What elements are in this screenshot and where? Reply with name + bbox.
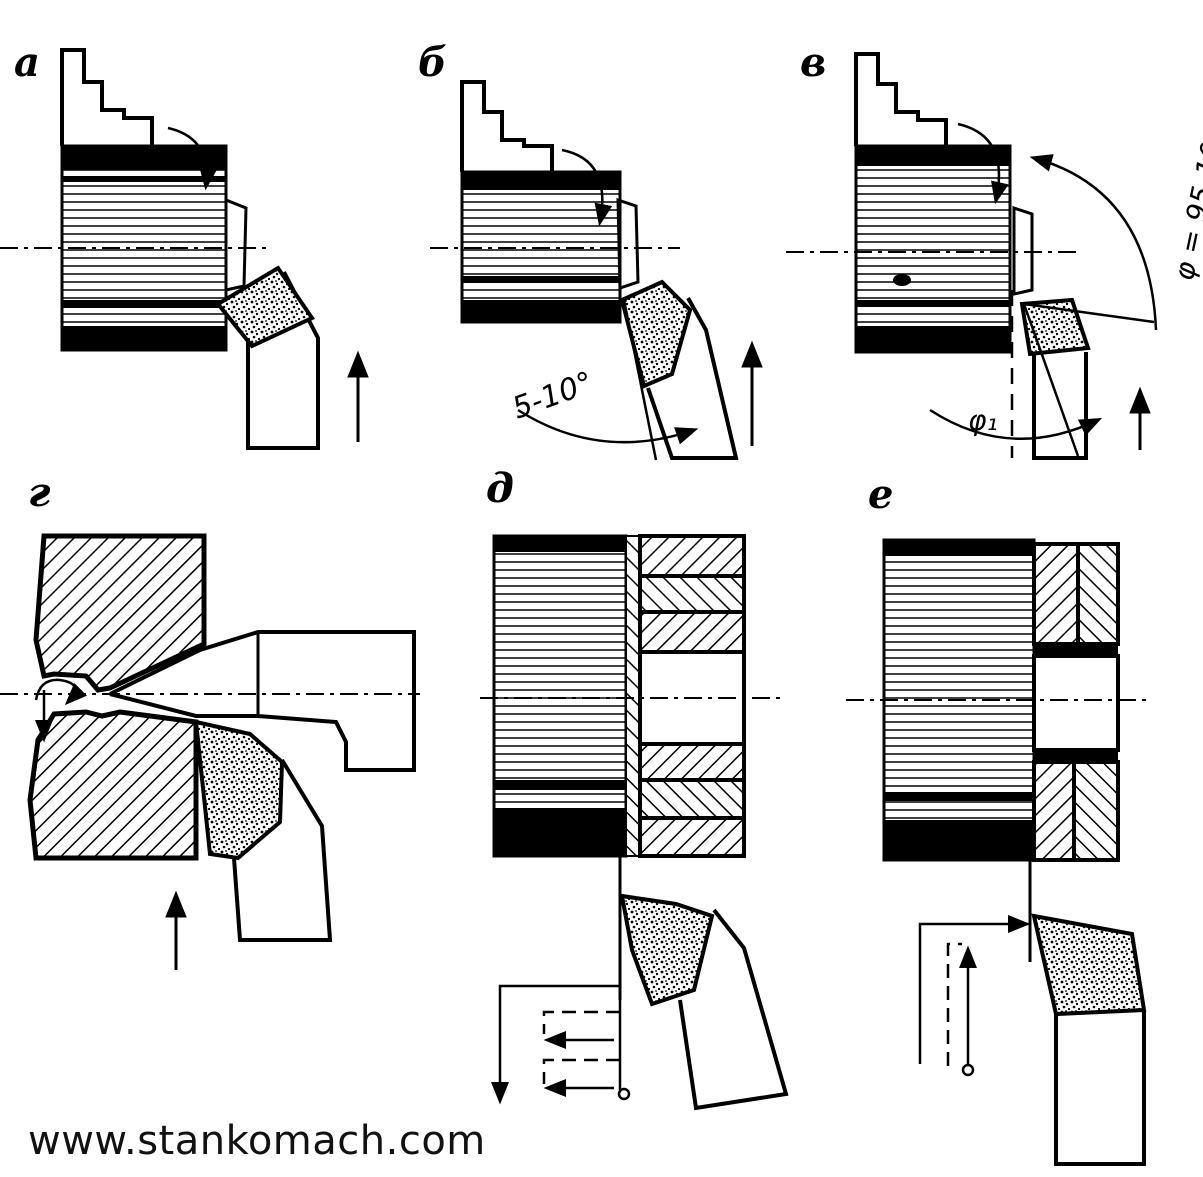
rotation-arrow <box>34 678 88 706</box>
rotation-arrow <box>167 126 218 191</box>
phi1-angle-arc <box>929 408 1103 440</box>
cutting-tool-holder <box>646 297 739 460</box>
panel-g: г <box>0 469 420 970</box>
panel-v: в φ = 95-100° φ₁ <box>786 39 1203 460</box>
panel-d: д <box>480 465 789 1111</box>
feed-start-point <box>961 1063 975 1077</box>
workpiece <box>854 144 1012 354</box>
carbide-insert <box>193 719 285 861</box>
workpiece-section <box>33 533 207 693</box>
chuck-jaw <box>460 80 554 172</box>
workpiece <box>492 534 628 858</box>
carbide-insert <box>1031 913 1147 1017</box>
carbide-insert <box>1019 297 1091 357</box>
panel-g-label: г <box>28 469 51 516</box>
tool-edge-line <box>1023 302 1155 324</box>
panel-v-label: в <box>800 39 826 86</box>
cutting-tool-holder <box>678 908 789 1111</box>
workpiece <box>60 144 228 352</box>
carbide-insert <box>619 893 715 1007</box>
watermark-url: www.stankomach.com <box>28 1118 486 1164</box>
panel-b: б 5-10° <box>418 39 763 461</box>
chuck-jaw <box>854 52 948 146</box>
panel-a-label: а <box>14 39 40 86</box>
panel-a: а <box>0 39 369 450</box>
feed-path-outer <box>918 915 1031 1064</box>
insert-edge <box>224 197 248 292</box>
phi1-label: φ₁ <box>968 404 998 437</box>
workpiece-section <box>638 534 746 858</box>
center-drill <box>109 630 416 772</box>
feed-path-dashed <box>542 1010 620 1084</box>
cutting-tool-holder <box>1032 346 1088 460</box>
carbide-insert <box>619 279 693 389</box>
rotation-arrow <box>561 148 613 227</box>
workpiece-section <box>27 709 199 861</box>
panel-d-label: д <box>486 465 514 512</box>
cutting-tool-holder <box>1054 1010 1146 1166</box>
phi-angle-arc <box>1029 154 1158 331</box>
insert-edge <box>1012 205 1034 296</box>
feed-path-outer <box>500 984 622 1100</box>
insert-edge <box>616 197 640 291</box>
tool-reference-line <box>622 299 658 461</box>
rotation-arrow <box>957 122 1009 205</box>
carbide-insert <box>214 265 315 349</box>
panel-b-label: б <box>418 39 447 86</box>
chuck-jaw <box>60 48 154 146</box>
angle-label: 5-10° <box>508 365 598 426</box>
cutting-tool-holder <box>232 758 333 942</box>
panel-e: е <box>846 471 1150 1166</box>
feed-path-dashed <box>946 942 962 1066</box>
phi-angle-label: φ = 95-100° <box>1167 107 1203 283</box>
workpiece-section <box>1032 542 1120 862</box>
angle-arc <box>517 408 699 445</box>
panel-e-label: е <box>868 471 893 518</box>
feed-start-point <box>617 1087 631 1101</box>
machined-face <box>625 535 641 857</box>
